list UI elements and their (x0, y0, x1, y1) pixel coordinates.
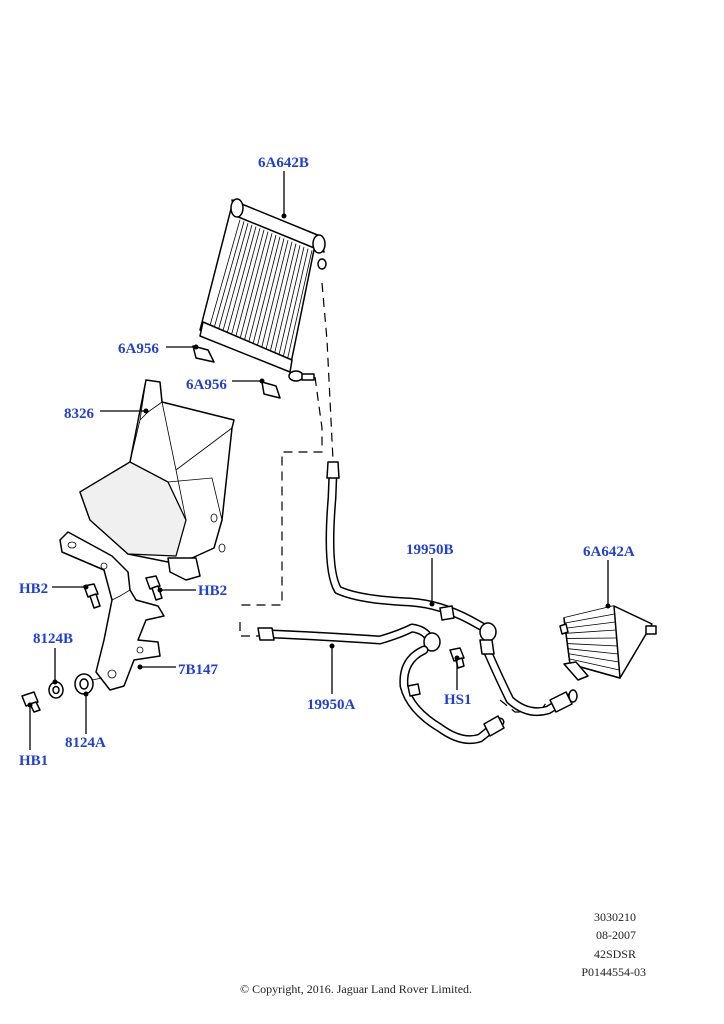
cooler-plate (564, 613, 615, 624)
cooler-fin (208, 219, 241, 328)
grommet-8124a (74, 673, 103, 695)
label-8326[interactable]: 8326 (64, 406, 95, 422)
label-6a956-left[interactable]: 6A956 (118, 341, 159, 357)
label-7b147[interactable]: 7B147 (178, 662, 219, 678)
cooler-fin (235, 229, 265, 339)
label-hs1[interactable]: HS1 (444, 692, 472, 708)
footer-ref: P0144554-03 (581, 965, 646, 979)
cooler-plate (567, 643, 618, 647)
cooler-fin (243, 233, 273, 342)
footer: 3030210 08-2007 42SDSR P0144554-03 © Cop… (240, 910, 646, 996)
cooler-fin (278, 246, 305, 355)
label-hb2-right[interactable]: HB2 (198, 583, 227, 599)
label-19950b[interactable]: 19950B (406, 542, 454, 558)
label-19950a[interactable]: 19950A (307, 697, 356, 713)
bolt-hb1 (21, 691, 41, 713)
hose-return (399, 639, 578, 745)
label-hb1[interactable]: HB1 (19, 753, 48, 769)
cooler-plate (568, 653, 619, 663)
label-6a642b[interactable]: 6A642B (258, 155, 309, 171)
cooler-plate (565, 621, 616, 629)
cooler-fin (230, 228, 261, 337)
cooler-fin (287, 250, 313, 359)
hose-19950a (257, 623, 441, 652)
leader-lines (27, 171, 611, 750)
cooler-bracket-right (261, 381, 281, 399)
part-labels: 6A642B 6A956 6A956 8326 HB2 HB2 8124B 7B… (19, 155, 635, 769)
cooler-fin (213, 221, 245, 330)
label-hb2-left[interactable]: HB2 (19, 581, 48, 597)
cooler-fin (226, 226, 257, 335)
cooler-fin (256, 238, 285, 347)
cooler-plate (569, 658, 620, 671)
label-6a642a[interactable]: 6A642A (583, 544, 635, 560)
cooler-fin (265, 241, 293, 350)
bolt-hb2-right (145, 575, 163, 601)
cooler-fin (252, 236, 281, 345)
cooler-plate (565, 629, 617, 634)
footer-code: 3030210 (594, 910, 636, 924)
label-8124a[interactable]: 8124A (65, 735, 106, 751)
air-deflector (79, 379, 235, 581)
cooler-fin (217, 222, 249, 332)
label-6a956-right[interactable]: 6A956 (186, 377, 227, 393)
cooler-fin (274, 245, 301, 354)
cooler-fin (248, 234, 277, 344)
cooler-bracket-left (192, 345, 215, 363)
cooler-fin (282, 248, 309, 357)
footer-date: 08-2007 (596, 928, 636, 942)
label-8124b[interactable]: 8124B (33, 631, 73, 647)
footer-model: 42SDSR (594, 947, 636, 961)
cooler-fin (261, 240, 289, 349)
washer-8124b (48, 681, 64, 699)
copyright-text: © Copyright, 2016. Jaguar Land Rover Lim… (240, 982, 472, 996)
bolt-hb2-left (83, 583, 101, 609)
cooler-fin (269, 243, 297, 352)
hose-19950b (325, 461, 497, 642)
cooler-fin (222, 224, 253, 333)
mounting-bracket (59, 531, 165, 691)
cooler-fin (239, 231, 269, 340)
lower-oil-cooler (559, 605, 657, 681)
cooler-plate (567, 648, 619, 655)
upper-oil-cooler (199, 198, 327, 382)
